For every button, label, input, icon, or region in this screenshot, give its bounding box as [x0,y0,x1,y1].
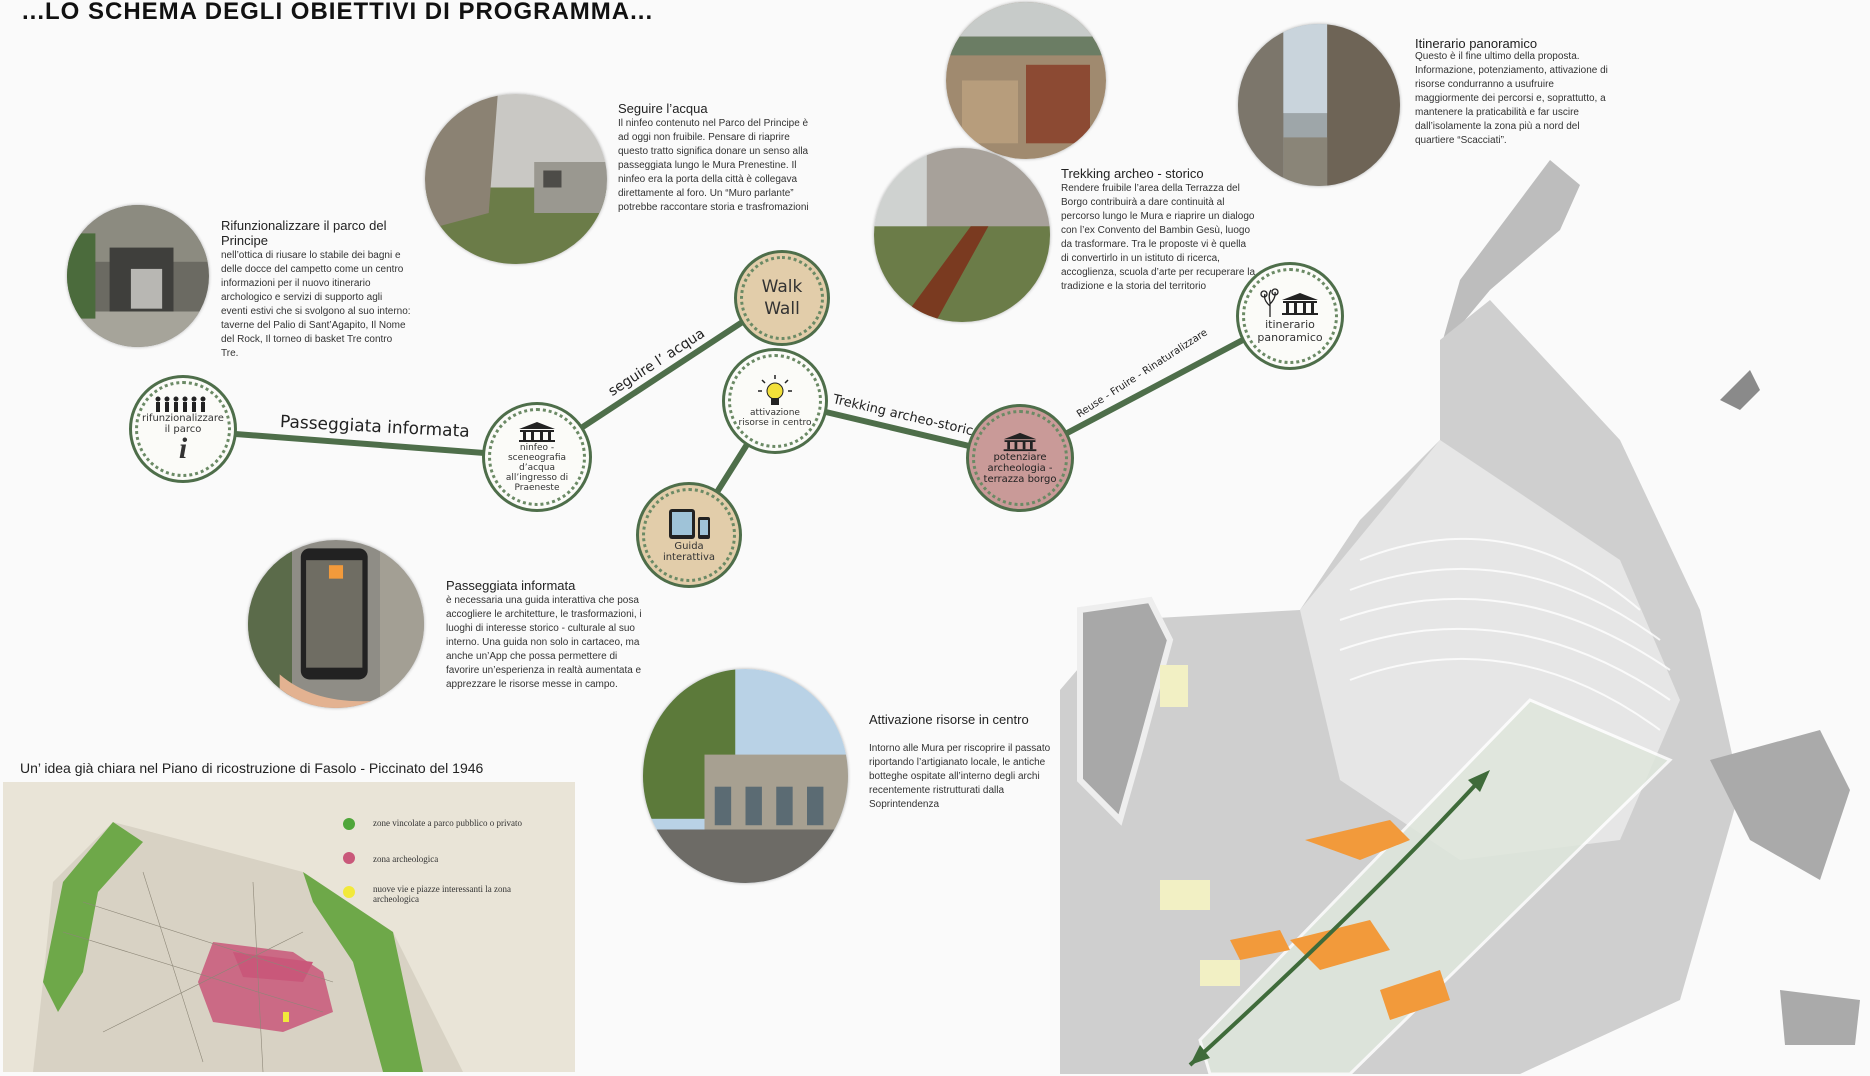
seguire-text: Il ninfeo contenuto nel Parco del Princi… [618,118,809,213]
legend-label-archeologica: zona archeologica [373,854,439,864]
node-label-potenziare: potenziare archeologia - terrazza borgo [983,451,1057,485]
legend-label-nuove-vie: nuove vie e piazze interessanti la zona … [373,884,511,904]
photo-seguire-acqua [425,94,607,264]
itinerario-title: Itinerario panoramico [1415,36,1538,51]
photo-veduta-citta [946,2,1106,159]
page-title: ...LO SCHEMA DEGLI OBIETTIVI DI PROGRAMM… [22,0,654,25]
temple-icon [519,422,555,442]
connector-passeggiata [180,427,540,460]
photo-attivazione-archi [643,669,848,883]
tree-temple-icon [1260,288,1318,317]
temple-icon [1003,432,1037,451]
tablet-phone-icon [669,509,710,539]
node-label-itinerario: itinerario panoramico [1257,318,1323,344]
node-label-rifunzionalizzare: rifunzionalizzare il parco [142,413,224,435]
rifunzionalizzare-title: Rifunzionalizzare il parco del Principe [221,218,387,248]
attivazione-text: Intorno alle Mura per riscoprire il pass… [869,743,1051,810]
seguire-title: Seguire l’acqua [618,101,708,116]
legend-dot-parco [343,818,355,830]
trekking-title: Trekking archeo - storico [1061,166,1204,181]
photo-passeggiata-app [248,540,424,708]
lightbulb-icon [758,375,792,405]
rifunzionalizzare-text: nell’ottica di riusare lo stabile dei ba… [221,250,411,359]
node-guida: Guida interattiva [636,482,742,588]
passeggiata-text: è necessaria una guida interattiva che p… [446,595,642,690]
photo-mura-terrazza [874,148,1050,322]
passeggiata-title: Passeggiata informata [446,578,576,593]
node-itinerario: itinerario panoramico [1236,262,1344,370]
legend-dot-archeologica [343,852,355,864]
legend-dot-nuove-vie [343,886,355,898]
site-plan-map [1060,160,1860,1074]
trekking-text: Rendere fruibile l’area della Terrazza d… [1061,183,1255,292]
node-rifunzionalizzare: rifunzionalizzare il parco i [129,375,237,483]
node-walk-wall: Walk Wall [734,250,830,346]
node-label-walk-wall: Walk Wall [761,277,803,319]
historic-plan-map: zone vincolate a parco pubblico o privat… [3,782,575,1072]
node-ninfeo: ninfeo - sceneografia d’acqua all’ingres… [482,402,592,512]
itinerario-text: Questo è il fine ultimo della proposta. … [1415,51,1608,146]
attivazione-title: Attivazione risorse in centro [869,712,1029,727]
historic-map-caption: Un’ idea già chiara nel Piano di ricostr… [20,760,484,776]
people-icon [155,396,206,412]
info-icon: i [178,432,188,465]
historic-plan-drawing [3,782,575,1072]
photo-parco-principe [67,205,209,347]
node-potenziare: potenziare archeologia - terrazza borgo [966,404,1074,512]
node-label-guida: Guida interattiva [662,541,716,563]
legend-label-parco: zone vincolate a parco pubblico o privat… [373,818,522,828]
node-attivazione: attivazione risorse in centro [722,348,828,454]
node-label-ninfeo: ninfeo - sceneografia d’acqua all’ingres… [505,443,569,493]
node-label-attivazione: attivazione risorse in centro [738,408,812,428]
